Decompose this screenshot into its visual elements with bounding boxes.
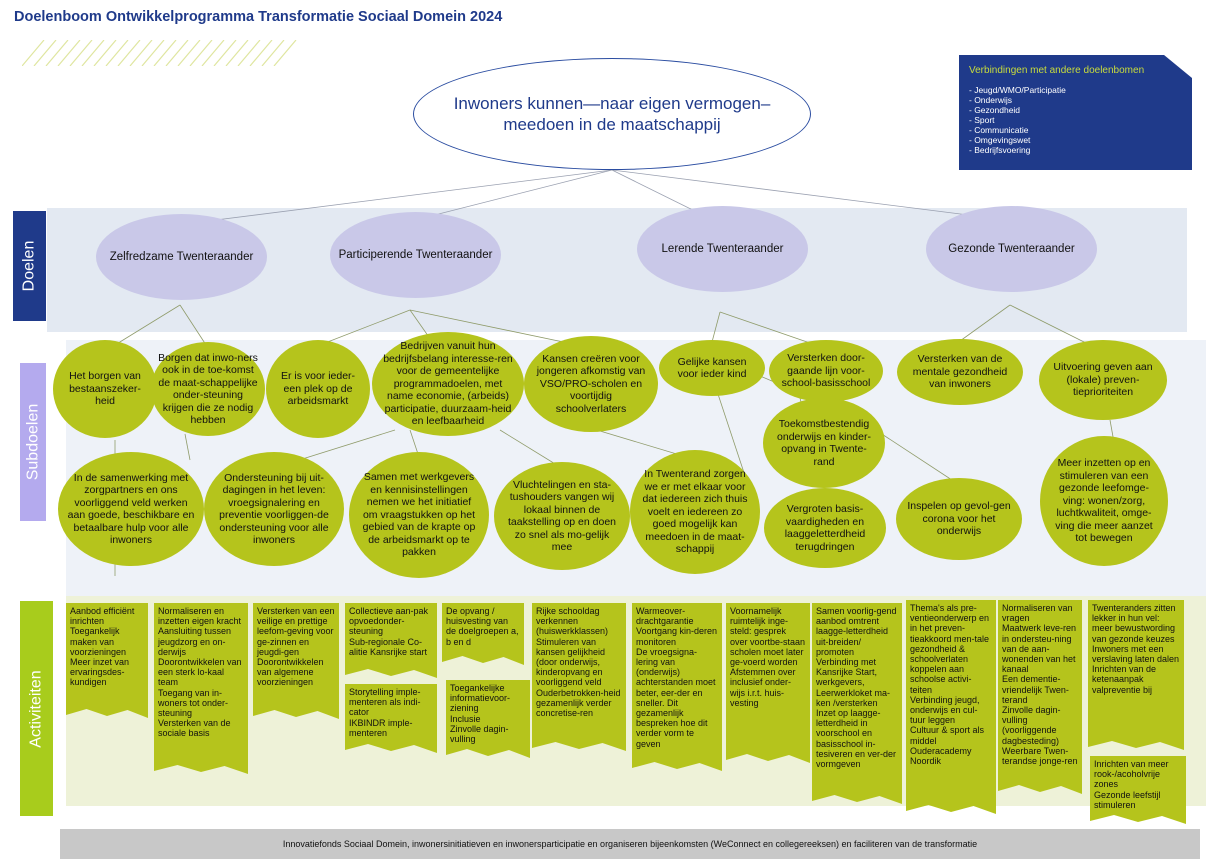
subdoel-corona-onderwijs: Inspelen op gevol-gen corona voor het on… (896, 478, 1022, 560)
activiteit-card: Voornamelijk ruimtelijk inge-steld: gesp… (726, 603, 810, 763)
activiteit-card: Twenteranders zitten lekker in hun vel: … (1088, 600, 1184, 750)
verbinding-item: - Communicatie (969, 125, 1029, 135)
activiteit-card: Normaliseren van vragen Maatwerk leve-re… (998, 600, 1082, 794)
subdoel-uitdagingen-leven: Ondersteuning bij uit-dagingen in het le… (204, 452, 344, 566)
activiteit-card: Rijke schooldag verkennen (huiswerkklass… (532, 603, 626, 751)
verbindingen-title: Verbindingen met andere doelenbomen (969, 65, 1145, 76)
subdoel-werkgevers-kennisinstellingen: Samen met werkgevers en kennisinstelling… (349, 452, 489, 578)
footer-text: Innovatiefonds Sociaal Domein, inwonersi… (282, 839, 978, 849)
doel-gezonde: Gezonde Twenteraander (926, 206, 1097, 292)
activiteit-card: De opvang / huisvesting van de doelgroep… (442, 603, 524, 665)
decorative-stripes (22, 40, 297, 66)
activiteit-card: Inrichten van meer rook-/acoholvrije zon… (1090, 756, 1186, 824)
doel-lerende: Lerende Twenteraander (637, 206, 808, 292)
subdoel-basisvaardigheden: Vergroten basis-vaardigheden en laaggele… (764, 488, 886, 568)
doel-zelfredzame: Zelfredzame Twenteraander (96, 214, 267, 300)
activiteit-card: Storytelling imple-menteren als indi-cat… (345, 684, 437, 753)
verbinding-item: - Bedrijfsvoering (969, 145, 1031, 155)
subdoel-ondersteuning-toekomst: Borgen dat inwo-ners ook in de toe-komst… (151, 342, 265, 436)
subdoel-gezonde-leefomgeving: Meer inzetten op en stimuleren van een g… (1040, 436, 1168, 566)
section-label-activiteiten: Activiteiten (20, 601, 53, 816)
footer-bar: Innovatiefonds Sociaal Domein, inwonersi… (60, 829, 1200, 859)
verbinding-item: - Jeugd/WMO/Participatie (969, 85, 1066, 95)
subdoel-bestaanszekerheid: Het borgen van bestaanszeker-heid (53, 340, 157, 438)
subdoel-toekomstbestendig-onderwijs: Toekomstbestendig onderwijs en kinder-op… (763, 398, 885, 488)
subdoel-vluchtelingen: Vluchtelingen en sta-tushouders vangen w… (494, 462, 630, 570)
subdoel-gelijke-kansen: Gelijke kansen voor ieder kind (659, 340, 765, 396)
verbinding-item: - Gezondheid (969, 105, 1021, 115)
subdoel-jongeren-vso-pro: Kansen creëren voor jongeren afkomstig v… (524, 336, 658, 432)
subdoel-thuis-voelen: In Twenterand zorgen we er met elkaar vo… (630, 450, 760, 574)
activiteit-card: Warmeover-drachtgarantie Voortgang kin-d… (632, 603, 722, 771)
doel-participerende: Participerende Twenteraander (330, 212, 501, 298)
verbinding-item: - Onderwijs (969, 95, 1012, 105)
subdoel-arbeidsmarkt: Er is voor ieder-een plek op de arbeidsm… (266, 340, 370, 438)
subdoel-samenwerking-zorgpartners: In de samenwerking met zorgpartners en o… (58, 452, 204, 566)
section-label-subdoelen: Subdoelen (20, 363, 46, 521)
activiteit-card: Collectieve aan-pak opvoedonder-steuning… (345, 603, 437, 678)
activiteit-card: Samen voorlig-gend aanbod omtrent laagge… (812, 603, 902, 804)
activiteit-card: Normaliseren en inzetten eigen kracht Aa… (154, 603, 248, 774)
section-label-doelen: Doelen (13, 211, 46, 321)
main-goal: Inwoners kunnen—naar eigen vermogen–meed… (413, 58, 811, 170)
activiteit-card: Versterken van een veilige en prettige l… (253, 603, 339, 719)
verbindingen-box: Verbindingen met andere doelenbomen - Je… (959, 55, 1192, 170)
subdoel-mentale-gezondheid: Versterken van de mentale gezondheid van… (897, 339, 1023, 405)
subdoel-preventieprioriteiten: Uitvoering geven aan (lokale) preven-tie… (1039, 340, 1167, 420)
activiteit-card: Toegankelijke informatievoor-ziening Inc… (446, 680, 530, 758)
verbinding-item: - Omgevingswet (969, 135, 1031, 145)
activiteit-card: Thema's als pre-ventieonderwerp en in he… (906, 600, 996, 814)
activiteit-card: Aanbod efficiënt inrichten Toegankelijk … (66, 603, 148, 718)
subdoel-bedrijven: Bedrijven vanuit hun bedrijfsbelang inte… (372, 332, 524, 436)
verbinding-item: - Sport (969, 115, 995, 125)
subdoel-doorgaande-lijn: Versterken door-gaande lijn voor-school-… (769, 340, 883, 402)
diagram-title: Doelenboom Ontwikkelprogramma Transforma… (14, 9, 503, 25)
